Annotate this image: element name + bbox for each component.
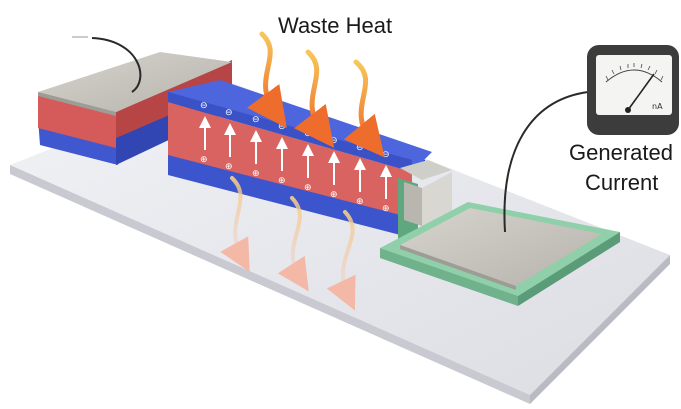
charge-minus: ⊖ (330, 136, 338, 146)
charge-minus: ⊖ (304, 129, 312, 139)
charge-minus: ⊖ (225, 108, 233, 118)
right-electrode-stack (380, 160, 620, 306)
meter-unit-label: nA (652, 102, 663, 111)
meter-face (596, 55, 672, 115)
waste-heat-arrows (247, 31, 385, 158)
charge-plus: ⊕ (382, 204, 390, 214)
positive-charges-row: ⊕ ⊕ ⊕ ⊕ ⊕ ⊕ ⊕ ⊕ (200, 155, 390, 214)
meter-needle (627, 73, 655, 111)
charge-minus: ⊖ (252, 115, 260, 125)
lead-wires (91, 37, 589, 233)
generated-current-label-line2: Current (585, 170, 658, 195)
charge-minus: ⊖ (200, 101, 208, 111)
charge-plus: ⊕ (304, 183, 312, 193)
charge-plus: ⊕ (330, 190, 338, 200)
charge-minus: ⊖ (382, 150, 390, 160)
charge-plus: ⊕ (356, 197, 364, 207)
charge-plus: ⊕ (225, 162, 233, 172)
outgoing-heat-arrows (220, 176, 356, 311)
left-wire (91, 37, 142, 93)
charge-minus: ⊖ (356, 143, 364, 153)
meter-pivot (625, 107, 631, 113)
ammeter: nA (587, 45, 679, 135)
right-wire (503, 91, 589, 233)
generated-current-label-line1: Generated (569, 140, 673, 165)
charge-minus: ⊖ (278, 122, 286, 132)
meter-ticks (605, 63, 664, 81)
charge-plus: ⊕ (252, 169, 260, 179)
charge-plus: ⊕ (200, 155, 208, 165)
charge-plus: ⊕ (278, 176, 286, 186)
charge-flow-arrows (199, 116, 392, 199)
waste-heat-label: Waste Heat (278, 13, 392, 38)
meter-scale (605, 69, 663, 83)
